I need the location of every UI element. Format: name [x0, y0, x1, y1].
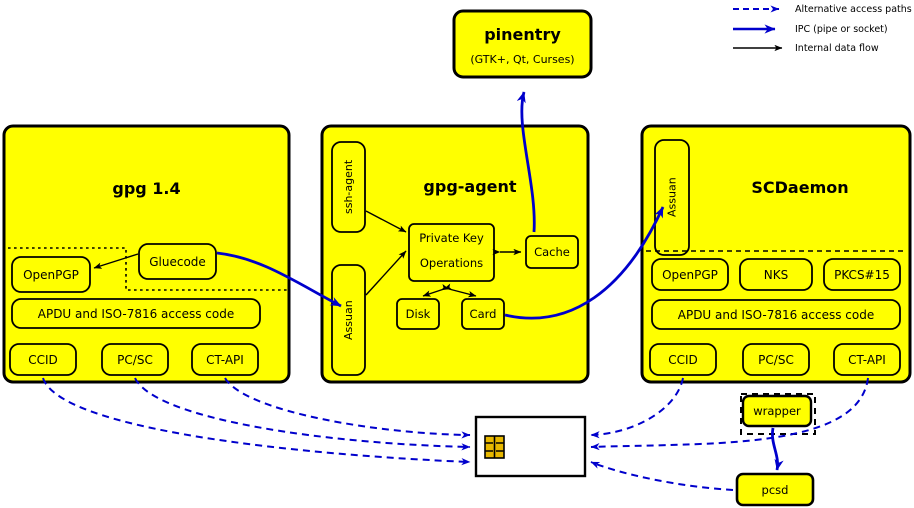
- scd-driver-box-pcsc: [742, 343, 810, 376]
- gpg-openpgp-box: [11, 256, 91, 293]
- wrapper-box: [741, 394, 813, 428]
- scd-driver-box-ctapi: [833, 343, 901, 376]
- ipc-gpg-to-agent: [216, 251, 342, 308]
- gluecode-to-openpgp-arrow: [93, 253, 139, 269]
- gpg-driver-box-ccid: [9, 343, 77, 376]
- gpg-gluecode-box: [138, 243, 217, 280]
- smartcard-chip-icon: [484, 435, 505, 459]
- scd-app-box-pkcs15: [823, 258, 901, 291]
- ssh-to-pko-arrow: [365, 210, 407, 233]
- alt-path-gpg-ctapi-to-card: [224, 377, 471, 439]
- scd-app-box-openpgp: [651, 258, 729, 291]
- alt-path-gpg-ccid-to-card: [42, 377, 471, 466]
- ipc-agent-to-pinentry: [516, 91, 536, 233]
- wrapper-dashed-region: [740, 393, 816, 435]
- legend-group: [733, 5, 783, 52]
- alt-path-scd-ccid-to-card: [590, 377, 684, 439]
- ipc-wrapper-to-pcsd: [771, 427, 784, 471]
- agent-disk-box: [396, 298, 440, 330]
- gpg-apdu-box: [11, 298, 261, 329]
- agent-assuan-box: [331, 264, 366, 376]
- agent-cache-box: [525, 235, 579, 269]
- agent-private-key-ops-box: [408, 223, 495, 282]
- scd-assuan-box: [654, 139, 690, 256]
- gpg-driver-box-pcsc: [101, 343, 169, 376]
- scd-driver-box-ccid: [649, 343, 717, 376]
- agent-ssh-agent-box: [331, 141, 366, 233]
- gpg-dotted-region: [8, 247, 289, 291]
- pcsd-box: [735, 472, 815, 507]
- alt-path-scd-ctapi-to-card: [590, 377, 869, 451]
- pinentry-box: [452, 9, 593, 79]
- assuan-to-pko-arrow: [365, 250, 407, 296]
- pko-to-disk-arrow: [422, 283, 453, 297]
- agent-card-box: [461, 298, 505, 330]
- pko-to-card-arrow: [440, 283, 477, 298]
- alt-path-gpg-pcsc-to-card: [134, 377, 471, 451]
- smartcard-body: [474, 415, 587, 478]
- alt-path-pcsd-to-card: [590, 461, 734, 491]
- ipc-agent-to-scdaemon: [504, 206, 665, 320]
- gpg-driver-box-ctapi: [191, 343, 259, 376]
- scd-apdu-box: [651, 299, 901, 330]
- scd-app-box-nks: [739, 258, 813, 291]
